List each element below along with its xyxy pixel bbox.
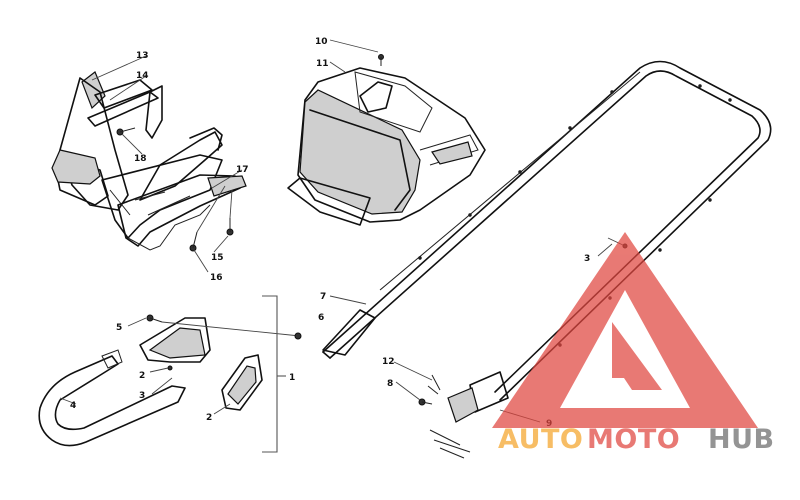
callout-7: 7 bbox=[320, 292, 326, 302]
callout-6: 6 bbox=[318, 313, 324, 323]
callout-labels: 13 14 18 17 15 16 10 11 7 6 5 1 2 3 4 2 … bbox=[70, 37, 590, 429]
callout-2-lower: 2 bbox=[206, 413, 212, 423]
callout-4: 4 bbox=[70, 401, 76, 411]
tubular-rail-frame bbox=[322, 60, 772, 423]
callout-10: 10 bbox=[315, 37, 328, 47]
watermark-auto: AUTO bbox=[498, 424, 583, 455]
rail-mounting-holes bbox=[418, 84, 732, 347]
callout-8: 8 bbox=[387, 379, 393, 389]
callout-11: 11 bbox=[316, 59, 329, 69]
watermark-triangle-inner bbox=[612, 322, 662, 390]
rail-end-hardware bbox=[418, 374, 471, 459]
callout-17: 17 bbox=[236, 165, 249, 175]
rear-bumper-hoop bbox=[38, 349, 186, 447]
callout-5: 5 bbox=[116, 323, 122, 333]
watermark-moto: MOTO bbox=[587, 424, 680, 455]
callout-16: 16 bbox=[210, 273, 223, 283]
callout-18: 18 bbox=[134, 154, 147, 164]
front-bumper-bracket-assembly bbox=[51, 71, 247, 252]
callout-leaders bbox=[59, 39, 613, 423]
callout-1: 1 bbox=[289, 373, 295, 383]
automotohub-watermark: AUTO MOTO HUB bbox=[492, 232, 775, 455]
callout-14: 14 bbox=[136, 71, 149, 81]
headlight-pod-assembly bbox=[287, 54, 486, 226]
callout-12: 12 bbox=[382, 357, 395, 367]
watermark-hub: HUB bbox=[708, 424, 775, 455]
watermark-triangle-logo bbox=[492, 232, 758, 428]
callout-13: 13 bbox=[136, 51, 149, 61]
callout-3-right: 3 bbox=[584, 254, 590, 264]
assembly-bracket-1 bbox=[262, 295, 278, 453]
callout-15: 15 bbox=[211, 253, 224, 263]
callout-3-upper: 3 bbox=[139, 391, 145, 401]
callout-2-upper: 2 bbox=[139, 371, 145, 381]
